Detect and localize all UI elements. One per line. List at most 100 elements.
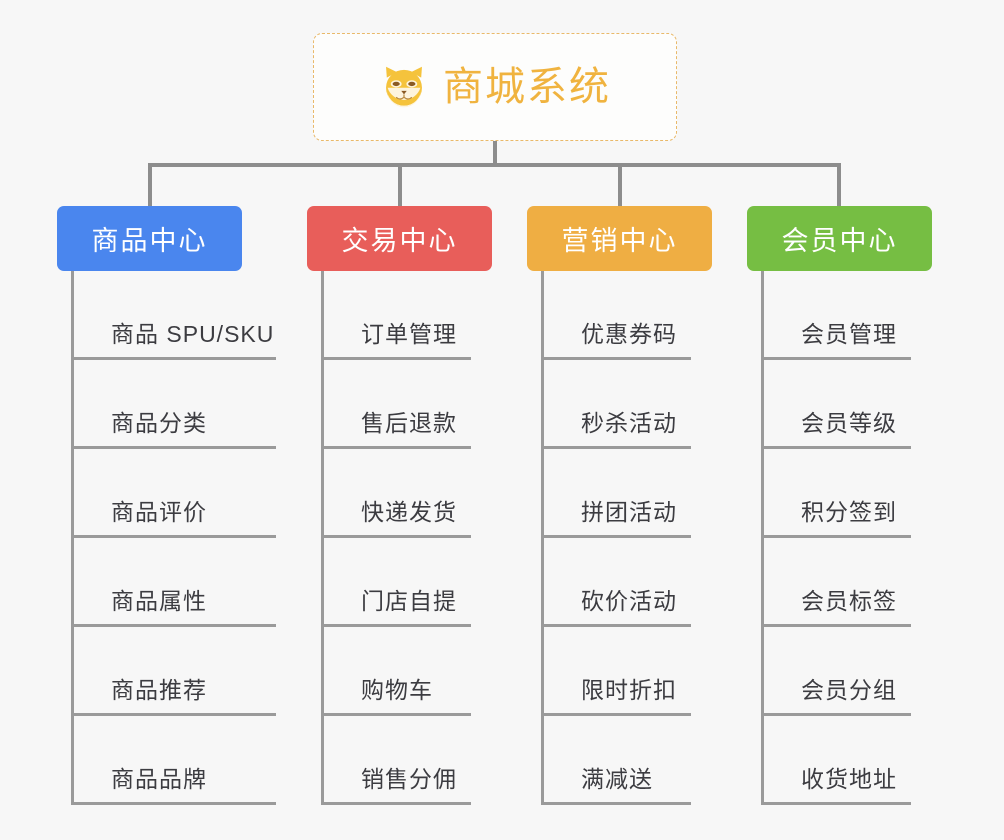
leaf-item[interactable]: 商品分类 <box>71 360 276 449</box>
leaf-item[interactable]: 拼团活动 <box>541 449 712 538</box>
leaf-item-label: 购物车 <box>361 677 433 703</box>
leaf-item[interactable]: 会员分组 <box>761 627 932 716</box>
leaf-item-inner: 会员分组 <box>761 671 911 716</box>
leaf-underline <box>71 535 276 538</box>
leaf-item[interactable]: 快递发货 <box>321 449 492 538</box>
leaf-item[interactable]: 商品属性 <box>71 538 276 627</box>
leaf-item-inner: 销售分佣 <box>321 760 471 805</box>
branch-column-member-center: 会员中心会员管理会员等级积分签到会员标签会员分组收货地址 <box>747 206 932 805</box>
leaf-item-label: 积分签到 <box>801 499 897 525</box>
leaf-underline <box>761 713 911 716</box>
leaf-item-inner: 拼团活动 <box>541 493 691 538</box>
leaf-item[interactable]: 会员等级 <box>761 360 932 449</box>
leaf-underline <box>71 446 276 449</box>
leaf-item[interactable]: 秒杀活动 <box>541 360 712 449</box>
branch-column-marketing-center: 营销中心优惠券码秒杀活动拼团活动砍价活动限时折扣满减送 <box>527 206 712 805</box>
root-title: 商城系统 <box>443 65 611 109</box>
leaf-underline <box>321 802 471 805</box>
leaf-item[interactable]: 商品 SPU/SKU <box>71 271 276 360</box>
leaf-item-inner: 会员等级 <box>761 404 911 449</box>
branch-spine-marketing-center <box>541 271 544 805</box>
category-header-label: 交易中心 <box>341 226 458 256</box>
leaf-item[interactable]: 商品推荐 <box>71 627 276 716</box>
leaf-underline <box>541 802 691 805</box>
category-header-product-center[interactable]: 商品中心 <box>57 206 242 271</box>
leaf-item[interactable]: 售后退款 <box>321 360 492 449</box>
leaf-item-inner: 售后退款 <box>321 404 471 449</box>
leaf-item[interactable]: 会员管理 <box>761 271 932 360</box>
leaf-underline <box>761 446 911 449</box>
category-header-marketing-center[interactable]: 营销中心 <box>527 206 712 271</box>
leaf-item-inner: 商品品牌 <box>71 760 276 805</box>
leaf-item[interactable]: 门店自提 <box>321 538 492 627</box>
leaf-item-label: 满减送 <box>581 766 653 792</box>
leaf-underline <box>541 446 691 449</box>
leaf-item-label: 销售分佣 <box>361 766 457 792</box>
leaf-underline <box>321 624 471 627</box>
leaf-item-inner: 商品分类 <box>71 404 276 449</box>
leaf-underline <box>761 624 911 627</box>
connector-drop-trade-center <box>398 163 402 206</box>
leaf-item-label: 会员等级 <box>801 410 897 436</box>
leaf-item-inner: 商品评价 <box>71 493 276 538</box>
leaf-item-inner: 快递发货 <box>321 493 471 538</box>
category-header-trade-center[interactable]: 交易中心 <box>307 206 492 271</box>
leaf-underline <box>71 802 276 805</box>
leaf-item-label: 限时折扣 <box>581 677 677 703</box>
leaf-underline <box>321 357 471 360</box>
branch-column-trade-center: 交易中心订单管理售后退款快递发货门店自提购物车销售分佣 <box>307 206 492 805</box>
leaf-item[interactable]: 商品评价 <box>71 449 276 538</box>
leaf-item[interactable]: 限时折扣 <box>541 627 712 716</box>
leaf-item-label: 优惠券码 <box>581 321 677 347</box>
leaf-item[interactable]: 会员标签 <box>761 538 932 627</box>
leaf-item[interactable]: 商品品牌 <box>71 716 276 805</box>
connector-drop-marketing-center <box>618 163 622 206</box>
leaf-item-label: 会员管理 <box>801 321 897 347</box>
leaf-item-label: 商品评价 <box>111 499 207 525</box>
leaf-item-inner: 砍价活动 <box>541 582 691 627</box>
leaf-underline <box>541 624 691 627</box>
leaf-item-inner: 商品推荐 <box>71 671 276 716</box>
category-header-label: 商品中心 <box>91 226 208 256</box>
leaf-item[interactable]: 收货地址 <box>761 716 932 805</box>
leaf-underline <box>761 535 911 538</box>
shiba-dog-icon <box>386 66 422 108</box>
leaf-item-inner: 商品 SPU/SKU <box>71 315 278 360</box>
category-header-label: 营销中心 <box>561 226 678 256</box>
leaf-item[interactable]: 购物车 <box>321 627 492 716</box>
branch-spine-member-center <box>761 271 764 805</box>
leaf-item[interactable]: 销售分佣 <box>321 716 492 805</box>
leaf-underline <box>761 357 911 360</box>
leaf-item[interactable]: 积分签到 <box>761 449 932 538</box>
leaf-item[interactable]: 订单管理 <box>321 271 492 360</box>
leaf-underline <box>71 357 276 360</box>
connector-drop-product-center <box>148 163 152 206</box>
leaf-item-inner: 秒杀活动 <box>541 404 691 449</box>
leaf-item-label: 拼团活动 <box>581 499 677 525</box>
leaf-list-product-center: 商品 SPU/SKU 商品分类商品评价商品属性商品推荐商品品牌 <box>71 271 276 805</box>
leaf-list-trade-center: 订单管理售后退款快递发货门店自提购物车销售分佣 <box>321 271 492 805</box>
leaf-item[interactable]: 优惠券码 <box>541 271 712 360</box>
leaf-underline <box>321 713 471 716</box>
leaf-item-label: 售后退款 <box>361 410 457 436</box>
leaf-item-inner: 收货地址 <box>761 760 911 805</box>
leaf-item-label: 秒杀活动 <box>581 410 677 436</box>
leaf-item-label: 快递发货 <box>361 499 457 525</box>
leaf-underline <box>541 357 691 360</box>
leaf-item-inner: 限时折扣 <box>541 671 691 716</box>
leaf-item-inner: 购物车 <box>321 671 471 716</box>
branch-spine-product-center <box>71 271 74 805</box>
leaf-item-label: 商品属性 <box>111 588 207 614</box>
leaf-underline <box>71 713 276 716</box>
leaf-item-label: 砍价活动 <box>581 588 677 614</box>
leaf-item-inner: 会员标签 <box>761 582 911 627</box>
root-node[interactable]: 商城系统 <box>313 33 677 141</box>
connector-root-stem <box>493 141 497 166</box>
connector-drop-member-center <box>837 163 841 206</box>
category-header-label: 会员中心 <box>781 226 898 256</box>
leaf-item[interactable]: 砍价活动 <box>541 538 712 627</box>
category-header-member-center[interactable]: 会员中心 <box>747 206 932 271</box>
leaf-item[interactable]: 满减送 <box>541 716 712 805</box>
branch-spine-trade-center <box>321 271 324 805</box>
